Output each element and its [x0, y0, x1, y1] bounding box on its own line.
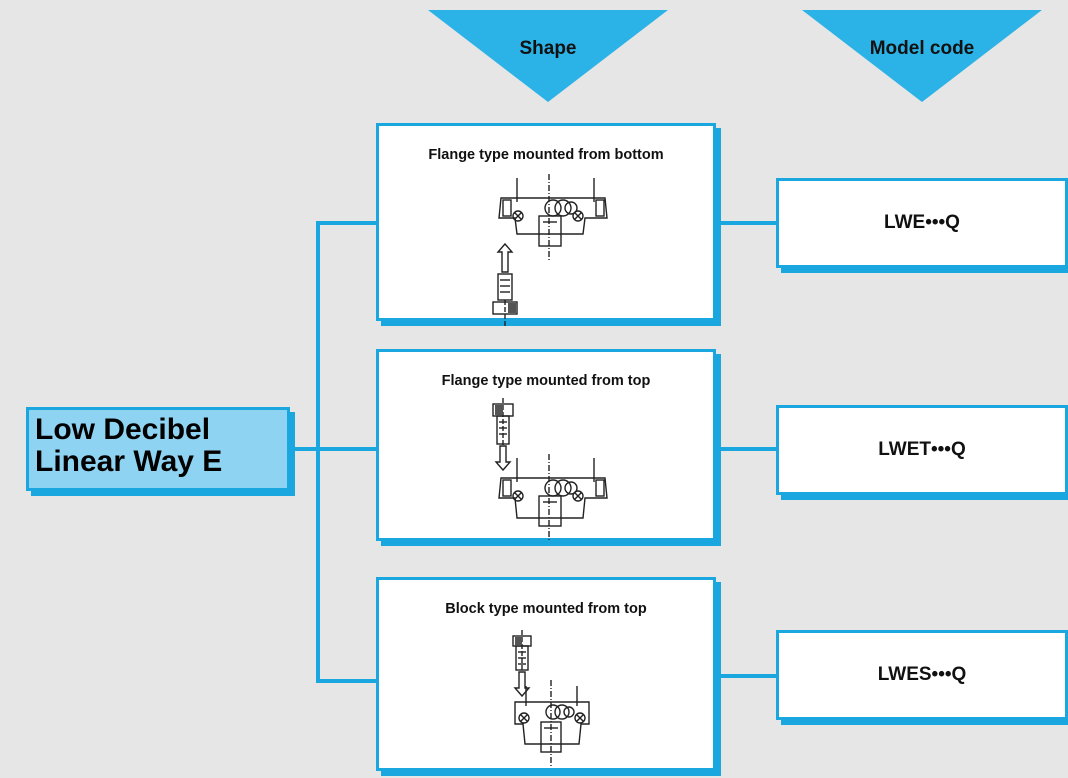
- triangle-down-icon: [802, 10, 1042, 102]
- root-label: Low Decibel Linear Way E: [26, 407, 290, 491]
- model-code: LWET•••Q: [878, 439, 966, 460]
- connector-code-2: [714, 447, 776, 451]
- shape-header-label: Shape: [519, 38, 577, 59]
- connector-code-1: [714, 221, 776, 225]
- shape-title: Block type mounted from top: [445, 601, 647, 617]
- block-top-drawing-icon: [512, 630, 590, 768]
- shape-title: Flange type mounted from bottom: [428, 147, 664, 163]
- flange-top-drawing-icon: [492, 398, 608, 542]
- root-label-line1: Low Decibel: [35, 413, 211, 446]
- model-code-header: Model code: [802, 10, 1042, 102]
- shape-box-flange-bottom: Flange type mounted from bottom: [376, 123, 716, 326]
- flange-bottom-drawing-icon: [492, 174, 608, 326]
- triangle-down-icon: [428, 10, 668, 102]
- model-code-header-label: Model code: [869, 38, 975, 59]
- connector-branch-2: [316, 447, 376, 451]
- connector-branch-3: [316, 679, 376, 683]
- root-label-line2: Linear Way E: [35, 445, 223, 478]
- model-code-box-lwet: LWET•••Q: [776, 405, 1068, 495]
- connector-code-3: [714, 674, 776, 678]
- shape-box-flange-top: Flange type mounted from top: [376, 349, 716, 542]
- connector-branch-1: [316, 221, 376, 225]
- shape-box-block-top: Block type mounted from top: [376, 577, 716, 771]
- connector-root: [290, 447, 320, 451]
- model-code: LWE•••Q: [884, 212, 960, 233]
- model-code-box-lwe: LWE•••Q: [776, 178, 1068, 268]
- model-code-box-lwes: LWES•••Q: [776, 630, 1068, 720]
- connector-trunk: [316, 221, 320, 683]
- shape-header: Shape: [428, 10, 668, 102]
- model-code: LWES•••Q: [877, 664, 967, 685]
- shape-title: Flange type mounted from top: [441, 373, 651, 389]
